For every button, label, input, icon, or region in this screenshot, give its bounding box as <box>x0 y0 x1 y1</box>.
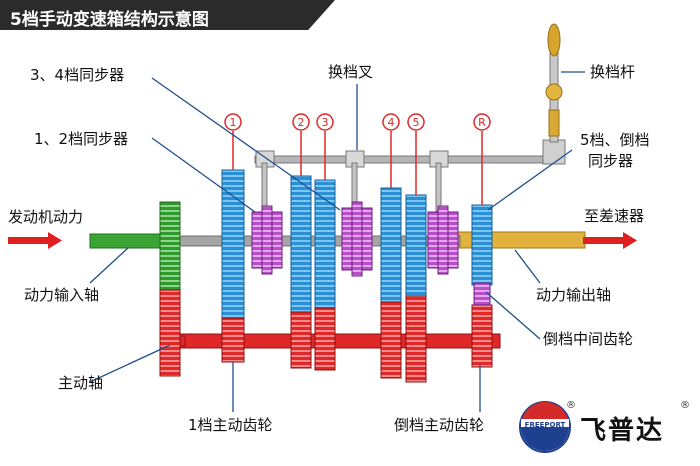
output-arrow <box>583 232 637 249</box>
gear-marks: 1 2 3 4 5 R <box>224 113 491 205</box>
gear-mark-label: 1 <box>230 116 237 129</box>
label-shift-lever: 换档杆 <box>590 63 636 81</box>
label-shift-fork: 换档叉 <box>328 63 374 81</box>
label-to-diff: 至差速器 <box>584 207 645 225</box>
gear-mark-circle <box>407 113 425 131</box>
gear-3-drive <box>314 307 336 371</box>
label-gear1-drive: 1档主动齿轮 <box>188 416 273 434</box>
gear-1-drive <box>221 317 245 363</box>
gear-mark-circle <box>382 113 400 131</box>
logo-reg-mark-2: ® <box>680 400 690 411</box>
gear-mark-label: 4 <box>388 116 395 129</box>
gear-mark-circle <box>473 113 491 131</box>
gear-mark-label: R <box>478 116 486 129</box>
label-output-shaft: 动力输出轴 <box>536 286 612 304</box>
input-shaft <box>89 233 171 249</box>
gear-mark-circle <box>224 113 242 131</box>
label-reverse-drive: 倒档主动齿轮 <box>394 416 485 434</box>
freeport-logo-icon <box>519 401 571 453</box>
label-sync-34: 3、4档同步器 <box>30 66 125 84</box>
gear-r <box>471 204 493 286</box>
logo-text: 飞普达 <box>580 416 665 446</box>
counter-drive-gear <box>159 289 181 377</box>
reverse-idler-gear <box>473 282 491 306</box>
synchronizers <box>251 201 459 277</box>
input-arrow <box>8 232 62 249</box>
label-engine-power: 发动机动力 <box>8 208 84 226</box>
gear-1 <box>221 169 245 321</box>
title-bar: 5档手动变速箱结构示意图 <box>0 0 335 30</box>
gear-mark-label: 3 <box>322 116 329 129</box>
gear-5-drive <box>405 295 427 383</box>
logo-reg-mark-1: ® <box>566 400 576 411</box>
page-title: 5档手动变速箱结构示意图 <box>10 10 209 30</box>
gear-2 <box>290 175 312 317</box>
leader-lines <box>89 71 585 412</box>
gear-5 <box>405 194 427 302</box>
gear-mark-label: 5 <box>413 116 420 129</box>
input-gear <box>159 201 181 291</box>
gear-2-drive <box>290 311 312 369</box>
gear-4-drive <box>380 301 402 379</box>
shift-rail <box>254 139 566 168</box>
label-input-shaft: 动力输入轴 <box>24 286 100 304</box>
label-sync-5r-line1: 5档、倒档 <box>580 131 650 149</box>
gear-mark-label: 2 <box>298 116 305 129</box>
shift-lever <box>545 23 563 143</box>
gear-mark-circle <box>316 113 334 131</box>
logo-badge-text: FREEPORT <box>524 421 566 429</box>
label-reverse-idler: 倒档中间齿轮 <box>543 330 634 348</box>
reverse-drive-gear <box>471 304 493 368</box>
gear-4 <box>380 187 402 307</box>
label-sync-12: 1、2档同步器 <box>34 130 129 148</box>
gear-mark-circle <box>292 113 310 131</box>
label-sync-5r-line2: 同步器 <box>588 152 634 170</box>
label-main-shaft: 主动轴 <box>58 374 104 392</box>
